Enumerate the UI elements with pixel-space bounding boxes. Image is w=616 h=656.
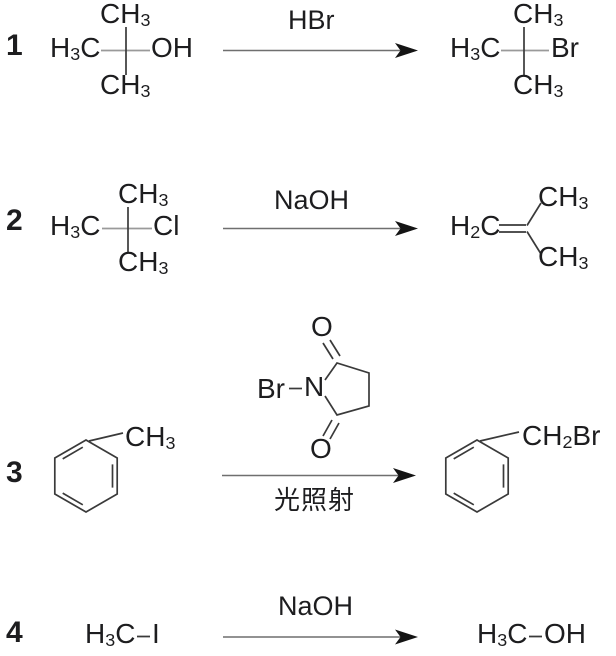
benzene-double-bond-lines: [62, 446, 114, 506]
formula-ch3-top: CH3: [538, 181, 589, 214]
reaction-3-bonds: [53, 339, 520, 513]
reaction-number: 3: [6, 456, 23, 489]
formula-ch3-bottom: CH3: [513, 69, 564, 102]
reaction-number: 2: [6, 204, 23, 237]
formula-ch3-top: CH3: [100, 0, 151, 31]
arrow-head: [395, 629, 418, 645]
atom-label-br: Br: [257, 373, 285, 404]
reagent-label-naoh: NaOH: [278, 591, 354, 621]
arrow-head: [393, 468, 416, 483]
reaction-arrow: [223, 43, 418, 58]
condition-label-light-irradiation: 光照射: [274, 485, 356, 515]
diagonal-bond-line: [526, 202, 542, 255]
vertical-bond-line: [125, 27, 525, 75]
double-bond-line: [499, 224, 526, 233]
reagent-label-naoh: NaOH: [274, 185, 350, 215]
formula-oh: OH: [151, 32, 193, 63]
benzene-ring: [444, 439, 510, 513]
formula-ch3-bottom: CH3: [118, 246, 169, 279]
formula-ch2br: CH2Br: [522, 420, 601, 453]
benzyl-bond-line: [479, 431, 520, 442]
reaction-arrow: [222, 468, 416, 483]
reaction-2-bonds: [102, 202, 542, 255]
benzene-double-bond-lines: [453, 446, 505, 506]
reaction-1-bonds: [101, 27, 549, 75]
formula-h2c: H2C: [450, 210, 501, 243]
reaction-arrow: [223, 221, 418, 236]
formula-ch3: CH3: [125, 421, 176, 454]
formula-ch3-top: CH3: [513, 0, 564, 31]
carbonyl-double-bond-top: [322, 339, 341, 360]
formula-h3c: H3C: [85, 618, 136, 651]
reaction-arrow: [223, 629, 418, 645]
formula-h3c: H3C: [450, 32, 501, 65]
reagent-label-hbr: HBr: [288, 5, 335, 35]
formula-oh: OH: [544, 618, 586, 649]
atom-label-o-top: O: [311, 311, 333, 342]
formula-ch3-top: CH3: [118, 178, 169, 211]
formula-h3c: H3C: [50, 32, 101, 65]
formula-h3c: H3C: [50, 210, 101, 243]
formula-br: Br: [551, 32, 579, 63]
formula-cl: Cl: [153, 210, 180, 241]
reaction-number: 4: [6, 616, 23, 649]
atom-label-n: N: [304, 371, 325, 402]
arrow-head: [395, 43, 418, 58]
carbonyl-double-bond-bottom: [322, 419, 340, 440]
methyl-bond-line: [88, 432, 124, 442]
formula-ch3-bottom: CH3: [538, 241, 589, 274]
formula-i: I: [152, 618, 160, 649]
benzene-ring: [53, 439, 119, 513]
reaction-number: 1: [6, 29, 23, 62]
formula-h3c: H3C: [477, 618, 528, 651]
formula-ch3-bottom: CH3: [100, 69, 151, 102]
atom-label-o-bottom: O: [310, 433, 332, 464]
reaction-4-bonds: [137, 629, 542, 645]
succinimide-ring: [324, 362, 370, 416]
arrow-head: [395, 221, 418, 236]
